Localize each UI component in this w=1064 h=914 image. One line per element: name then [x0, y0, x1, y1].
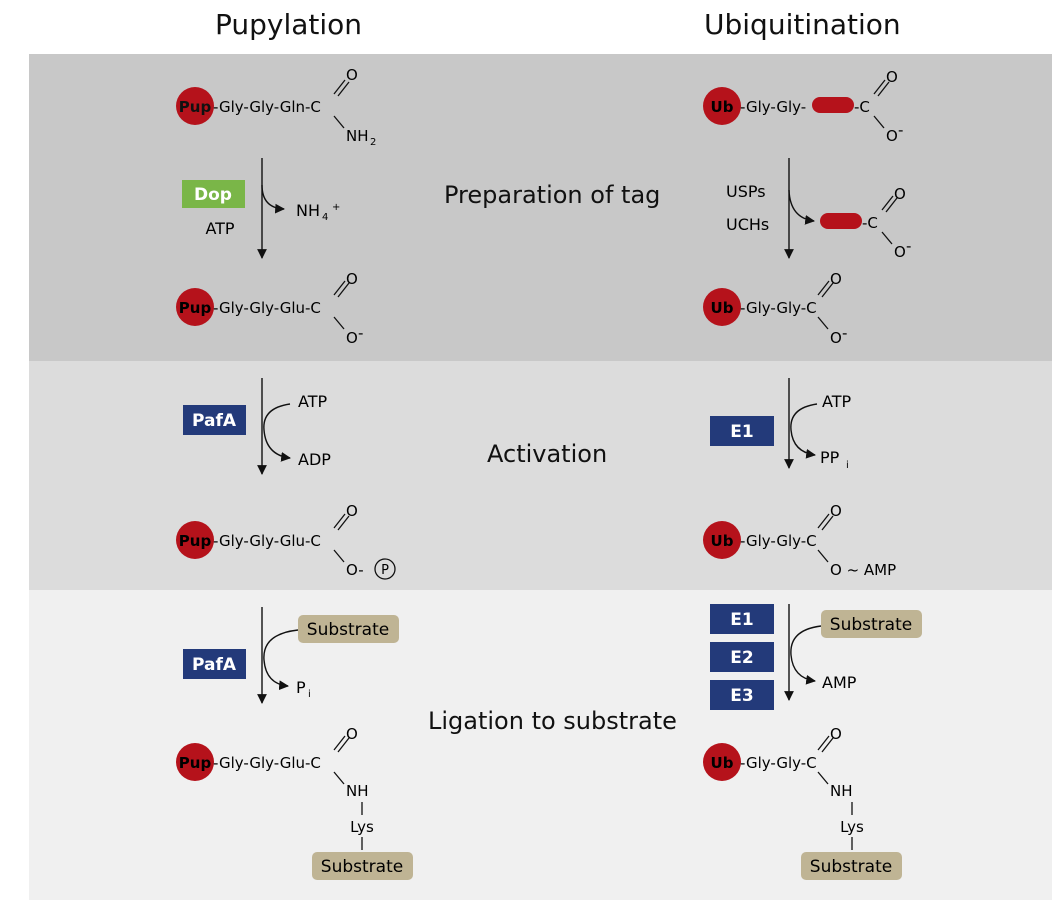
svg-text:-C: -C [862, 214, 878, 232]
svg-text:ATP: ATP [298, 392, 327, 411]
svg-text:Pup: Pup [179, 299, 212, 317]
svg-text:Ub: Ub [711, 532, 734, 550]
svg-text:-: - [842, 324, 847, 342]
svg-text:+: + [332, 202, 340, 213]
svg-text:PafA: PafA [192, 411, 237, 431]
svg-text:O: O [830, 725, 842, 743]
svg-text:NH: NH [346, 782, 369, 800]
svg-text:P: P [296, 678, 306, 697]
pup-chain: -Gly-Gly-Gln-C [213, 98, 321, 116]
pup-glu-phosphate: Pup -Gly-Gly-Glu-C O O- P [176, 502, 396, 580]
svg-text:Substrate: Substrate [810, 857, 892, 877]
atp-label: ATP [205, 219, 234, 238]
pafa-ligation-step: PafA Substrate P i [183, 607, 399, 704]
svg-text:O: O [346, 329, 358, 347]
pup-tag-label: Pup [179, 98, 212, 116]
svg-text:O: O [346, 725, 358, 743]
svg-text:UCHs: UCHs [726, 215, 769, 234]
usp-uch-step: USPs UCHs -C O O - [726, 158, 911, 261]
svg-text:4: 4 [322, 212, 328, 223]
svg-text:Ub: Ub [711, 98, 734, 116]
svg-text:O: O [830, 270, 842, 288]
svg-text:O: O [886, 68, 898, 86]
dop-enzyme-box [182, 180, 245, 208]
pafa-activation-step: PafA ATP ADP [183, 378, 331, 475]
svg-text:-Gly-Gly-Glu-C: -Gly-Gly-Glu-C [213, 299, 321, 317]
svg-text:PafA: PafA [192, 655, 237, 675]
e1-e2-e3-ligation-step: E1 E2 E3 Substrate AMP [710, 604, 922, 710]
svg-text:E3: E3 [730, 686, 753, 706]
stage-activation-label: Activation [487, 440, 608, 468]
svg-text:AMP: AMP [822, 673, 857, 692]
ub-precursor: Ub -Gly-Gly- -C O O - [703, 68, 903, 145]
svg-text:-Gly-Gly-C: -Gly-Gly-C [740, 754, 817, 772]
pup-gln-molecule: Pup -Gly-Gly-Gln-C O NH 2 [176, 66, 376, 148]
svg-text:i: i [846, 460, 849, 471]
svg-text:-Gly-Gly-C: -Gly-Gly-C [740, 299, 817, 317]
svg-text:O ~ AMP: O ~ AMP [830, 561, 896, 579]
svg-text:Pup: Pup [179, 754, 212, 772]
svg-text:-Gly-Gly-: -Gly-Gly- [740, 98, 806, 116]
stage-preparation-label: Preparation of tag [444, 181, 661, 209]
stage-ligation-label: Ligation to substrate [428, 707, 677, 735]
svg-text:-: - [906, 237, 911, 255]
ubiquitinated-substrate: Ub -Gly-Gly-C O NH Lys Substrate [703, 725, 902, 880]
svg-text:USPs: USPs [726, 182, 766, 201]
svg-text:2: 2 [370, 137, 376, 148]
svg-text:O-: O- [346, 561, 364, 579]
dop-enzyme-label: Dop [194, 185, 232, 205]
pafa-enzyme-box [183, 405, 246, 435]
column-title-pupylation: Pupylation [215, 8, 363, 41]
svg-text:-: - [898, 121, 903, 139]
ub-extension [812, 97, 854, 113]
svg-text:-Gly-Gly-C: -Gly-Gly-C [740, 532, 817, 550]
nh4-label: NH [296, 201, 320, 220]
svg-text:NH: NH [346, 127, 369, 145]
dop-step: Dop ATP NH 4 + [182, 158, 340, 259]
svg-text:Substrate: Substrate [321, 857, 403, 877]
substrate-box [298, 615, 399, 643]
svg-text:-Gly-Gly-Glu-C: -Gly-Gly-Glu-C [213, 754, 321, 772]
svg-text:PP: PP [820, 448, 840, 467]
svg-text:i: i [308, 689, 311, 700]
svg-text:E1: E1 [730, 422, 753, 442]
svg-text:Ub: Ub [711, 299, 734, 317]
svg-text:O: O [886, 127, 898, 145]
svg-text:E2: E2 [730, 648, 753, 668]
pup-glu-carboxylate: Pup -Gly-Gly-Glu-C O O - [176, 270, 363, 347]
svg-text:O: O [830, 502, 842, 520]
svg-text:-: - [358, 324, 363, 342]
pupylated-substrate: Pup -Gly-Gly-Glu-C O NH Lys Substrate [176, 725, 413, 880]
svg-text:O: O [894, 243, 906, 261]
svg-text:ADP: ADP [298, 450, 331, 469]
svg-text:ATP: ATP [822, 392, 851, 411]
svg-text:E1: E1 [730, 610, 753, 630]
ub-adenylate: Ub -Gly-Gly-C O O ~ AMP [703, 502, 896, 579]
ub-carboxylate: Ub -Gly-Gly-C O O - [703, 270, 847, 347]
svg-text:O: O [346, 502, 358, 520]
column-title-ubiquitination: Ubiquitination [704, 8, 901, 41]
svg-text:Ub: Ub [711, 754, 734, 772]
svg-text:-C: -C [854, 98, 870, 116]
svg-text:NH: NH [830, 782, 853, 800]
svg-text:O: O [830, 329, 842, 347]
svg-text:Lys: Lys [840, 818, 864, 836]
svg-text:Substrate: Substrate [307, 620, 389, 640]
svg-text:Substrate: Substrate [830, 615, 912, 635]
svg-text:Pup: Pup [179, 532, 212, 550]
svg-text:O: O [894, 185, 906, 203]
e1-activation-step: E1 ATP PP i [710, 378, 851, 471]
svg-text:Lys: Lys [350, 818, 374, 836]
svg-text:-Gly-Gly-Glu-C: -Gly-Gly-Glu-C [213, 532, 321, 550]
svg-text:O: O [346, 66, 358, 84]
pup-tag-circle [176, 87, 214, 125]
svg-text:O: O [346, 270, 358, 288]
svg-text:P: P [381, 563, 389, 578]
